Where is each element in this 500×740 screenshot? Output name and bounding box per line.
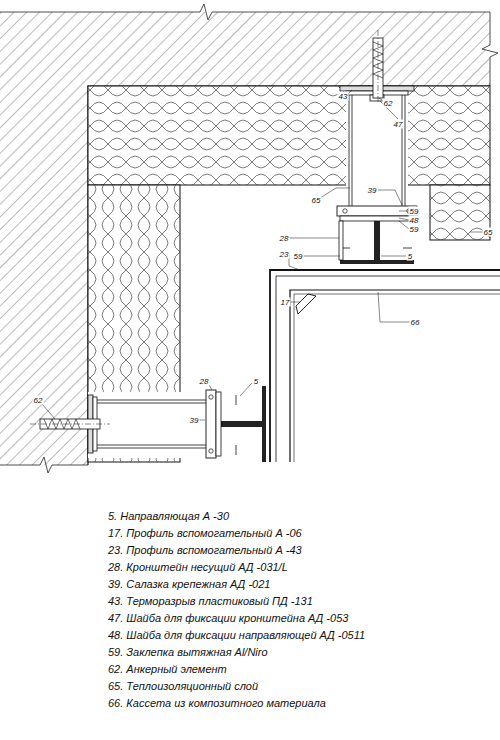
- parts-list-item: 59. Заклепка вытяжная Al/Niro: [108, 645, 268, 659]
- callout-number: 5: [253, 377, 259, 386]
- callout-number: 28: [199, 377, 210, 386]
- parts-list-item: 47. Шайба для фиксации кронштейна АД -05…: [108, 611, 348, 625]
- callout-number: 23: [279, 250, 290, 259]
- cassette: [270, 270, 500, 462]
- callout-number: 39: [367, 186, 378, 195]
- callout-number: 17: [280, 298, 291, 307]
- parts-list-item: 48. Шайба для фиксации направляющей АД -…: [108, 628, 365, 642]
- callout-number: 59: [409, 207, 420, 216]
- corner-profile: [296, 294, 316, 314]
- parts-list-item: 39. Салазка крепежная АД -021: [108, 577, 270, 591]
- parts-list-item: 5. Направляющая А -30: [108, 509, 229, 523]
- slide: [337, 206, 417, 216]
- callout-number: 62: [33, 396, 44, 405]
- callout-number: 48: [409, 216, 420, 225]
- callout-number: 65: [311, 196, 322, 205]
- callout-number: 62: [383, 99, 394, 108]
- callout-number: 59: [293, 252, 304, 261]
- rail: [216, 421, 264, 427]
- parts-list-item: 23. Профиль вспомогательный А -43: [108, 543, 302, 557]
- parts-list-item: 17. Профиль вспомогательный А -06: [108, 526, 302, 540]
- callout-number: 28: [279, 234, 290, 243]
- callout-number: 5: [407, 252, 413, 261]
- callout-number: 65: [483, 228, 494, 237]
- insulation: [88, 86, 490, 185]
- callout-number: 39: [189, 416, 200, 425]
- callout-number: 66: [410, 318, 421, 327]
- callout-number: 47: [393, 120, 404, 129]
- rail: [374, 216, 380, 263]
- wall-hatch: [0, 12, 490, 465]
- callout-number: 59: [409, 225, 420, 234]
- parts-list-item: 66. Кассета из композитного материала: [108, 696, 326, 710]
- parts-list-item: 65. Теплоизоляционный слой: [108, 679, 258, 693]
- parts-list-item: 43. Терморазрыв пластиковый ПД -131: [108, 594, 313, 608]
- parts-list-item: 28. Кронштейн несущий АД -031/L: [108, 560, 288, 574]
- insulation: [430, 185, 490, 240]
- leader-lines: [42, 90, 483, 420]
- slide: [206, 390, 216, 458]
- callout-number: 43: [338, 92, 349, 101]
- parts-list-item: 62. Анкерный элемент: [108, 662, 227, 676]
